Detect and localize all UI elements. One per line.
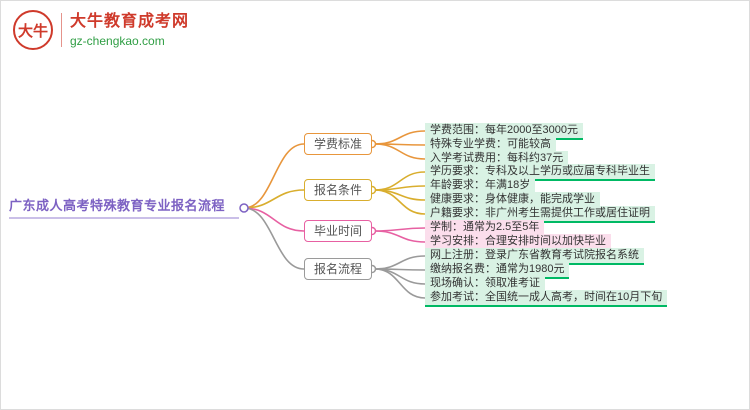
logo-seal-text: 大牛 (17, 22, 48, 40)
connector-root-requirements (243, 189, 305, 209)
leaf-node: 缴纳报名费：通常为1980元 (425, 262, 570, 279)
branch-node-requirements: 报名条件 (304, 179, 372, 201)
logo-divider (61, 13, 62, 47)
leaf-node: 现场确认：领取准考证 (425, 276, 545, 293)
root-node: 广东成人高考特殊教育专业报名流程 (9, 195, 240, 219)
connector-root-graduation (243, 207, 305, 232)
connector-root-tuition (243, 143, 305, 209)
site-logo[interactable]: 大牛 大牛教育成考网 gz-chengkao.com (13, 10, 189, 50)
leaf-node: 参加考试：全国统一成人高考，时间在10月下旬 (425, 290, 668, 307)
branch-node-process: 报名流程 (304, 258, 372, 280)
logo-seal-icon: 大牛 (13, 10, 53, 50)
branch-node-graduation-time: 毕业时间 (304, 220, 372, 242)
connector-root-process (243, 207, 305, 270)
branch-node-tuition: 学费标准 (304, 133, 372, 155)
root-node-dot (239, 203, 249, 213)
site-name: 大牛教育成考网 (70, 12, 190, 30)
leaf-node: 户籍要求：非广州考生需提供工作或居住证明 (425, 206, 655, 223)
site-text-block: 大牛教育成考网 gz-chengkao.com (70, 12, 189, 49)
site-domain: gz-chengkao.com (70, 33, 165, 48)
leaf-node: 学历要求：专科及以上学历或应届专科毕业生 (425, 164, 655, 181)
